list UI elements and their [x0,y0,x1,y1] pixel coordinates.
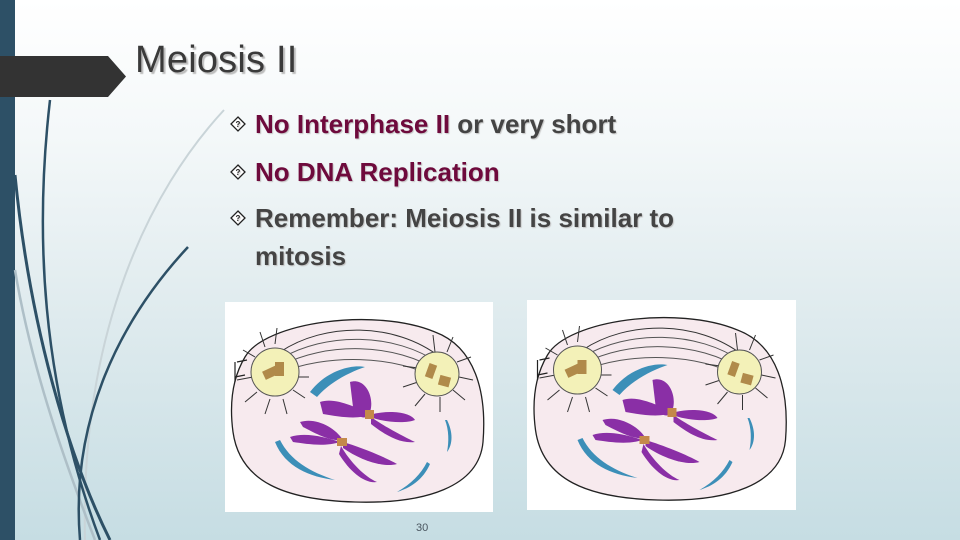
bullet-text: or very short [450,109,617,139]
diamond-question-icon: ? [230,100,250,148]
bullet-text: Remember: Meiosis II is similar to [255,203,675,233]
bullet-list: ? No Interphase II or very short ? No DN… [230,100,830,275]
diamond-question-icon: ? [230,199,250,237]
diamond-question-icon: ? [230,148,250,196]
bullet-emphasis: No Interphase II [255,109,451,139]
bullet-item: ? Remember: Meiosis II is similar to mit… [230,199,830,275]
bullet-emphasis: No DNA Replication [255,157,500,187]
bullet-item: ? No DNA Replication [230,148,830,196]
bullet-text-continuation: mitosis [255,241,347,271]
left-accent-bar [0,0,15,540]
cell-illustration [533,316,787,501]
svg-text:?: ? [236,120,241,129]
page-number: 30 [416,522,429,534]
cell-diagram-left [225,302,493,512]
title-arrow-shape [0,56,126,97]
svg-text:?: ? [236,168,241,177]
svg-text:?: ? [236,214,241,223]
bullet-item: ? No Interphase II or very short [230,100,830,148]
cell-illustration [230,318,485,503]
cell-diagram-right [527,300,796,510]
slide-title: Meiosis II [135,39,298,81]
